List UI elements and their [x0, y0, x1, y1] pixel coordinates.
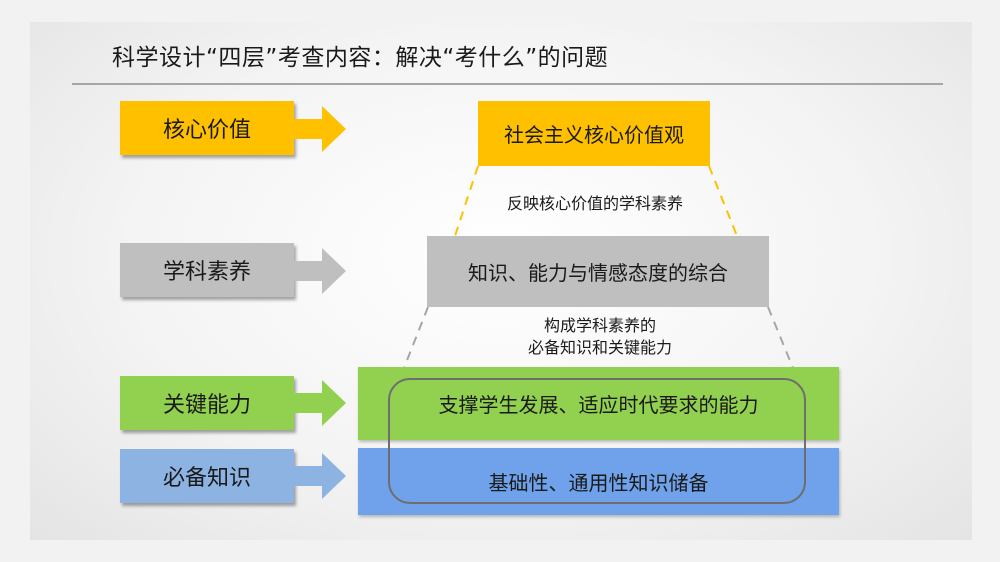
box-core-values-text: 社会主义核心价值观: [504, 123, 684, 147]
connector-bottom-left: [403, 306, 429, 369]
arrow-right-icon: [294, 380, 346, 426]
label-subject-literacy-text: 学科素养: [162, 260, 251, 285]
arrow-right-icon: [294, 248, 346, 294]
title-divider: [72, 83, 943, 85]
box-core-values: 社会主义核心价值观: [478, 101, 710, 166]
connector-bottom-right: [767, 306, 794, 369]
slide-title: 科学设计“四层”考查内容：解决“考什么”的问题: [112, 45, 609, 71]
note-compose-line1: 构成学科素养的: [543, 316, 656, 335]
box-essential-knowledge-text: 基础性、通用性知识储备: [488, 471, 709, 495]
box-key-abilities-text: 支撑学生发展、适应时代要求的能力: [438, 393, 759, 417]
note-reflect-core-values-text: 反映核心价值的学科素养: [506, 194, 683, 213]
label-core-values: 核心价值: [120, 101, 294, 155]
connector-top-right: [708, 165, 738, 237]
label-subject-literacy: 学科素养: [120, 243, 294, 297]
connector-top-left: [454, 165, 479, 237]
label-essential-knowledge-text: 必备知识: [162, 466, 251, 491]
label-core-values-text: 核心价值: [162, 118, 251, 143]
note-compose-line2: 必备知识和关键能力: [527, 338, 672, 357]
label-key-abilities: 关键能力: [120, 376, 294, 430]
arrow-right-icon: [294, 453, 346, 499]
box-subject-literacy: 知识、能力与情感态度的综合: [427, 236, 769, 307]
label-key-abilities-text: 关键能力: [162, 393, 251, 418]
arrow-right-icon: [294, 106, 346, 152]
box-subject-literacy-text: 知识、能力与情感态度的综合: [468, 261, 728, 285]
grouping-outline: [388, 378, 806, 504]
note-reflect-core-values: 反映核心价值的学科素养: [470, 193, 720, 215]
note-compose-literacy: 构成学科素养的 必备知识和关键能力: [480, 315, 720, 359]
label-essential-knowledge: 必备知识: [120, 449, 294, 503]
